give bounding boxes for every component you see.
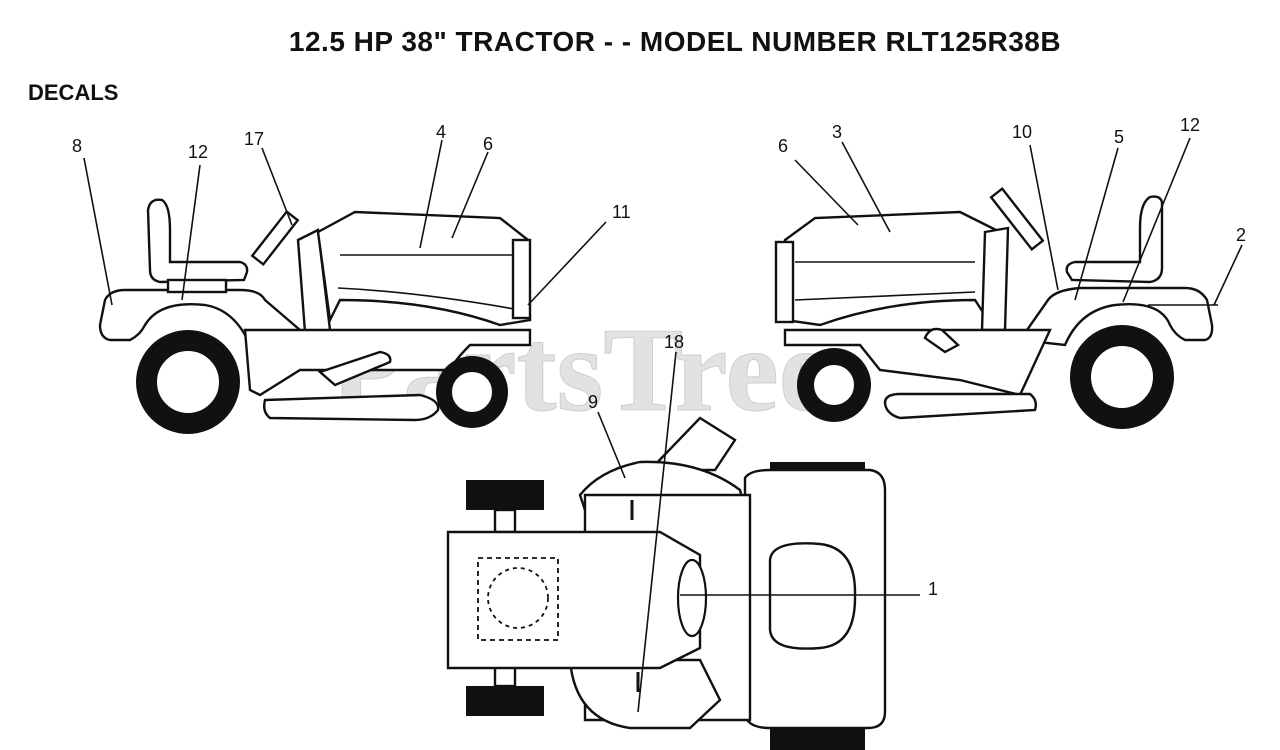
callout-4: 4 [436, 122, 446, 142]
right-view-hood [783, 210, 1002, 327]
callout-10: 10 [1012, 122, 1032, 142]
right-view-mower-deck [883, 392, 1038, 420]
tractor-left-side-view [83, 139, 607, 434]
right-view-steering-column [980, 226, 1010, 332]
callout-18: 18 [664, 332, 684, 352]
callout-9: 9 [588, 392, 598, 412]
right-view-seat [1065, 195, 1164, 284]
tractor-top-view [446, 351, 920, 750]
right-view-steering-wheel [989, 187, 1045, 251]
top-view-steering-wheel [676, 558, 708, 638]
tractor-right-side-view [774, 137, 1243, 429]
right-view-frame [783, 328, 1052, 397]
left-view-front-wheel [436, 356, 508, 428]
callout-11: 11 [612, 202, 631, 222]
left-view-steering-wheel [250, 209, 300, 267]
right-view-pedal [923, 327, 961, 354]
left-view-mower-deck [262, 393, 440, 422]
callout-3: 3 [832, 122, 842, 142]
top-view-hood [446, 530, 702, 670]
callout-6-left: 6 [483, 134, 493, 154]
left-view-seat-base [166, 278, 228, 294]
right-view-rear-fender [1017, 286, 1214, 347]
top-view-deck-bottom [568, 658, 722, 730]
section-label: DECALS [28, 80, 119, 105]
top-view-front-left-tire [466, 480, 544, 510]
left-view-rear-wheel [136, 330, 240, 434]
callout-5: 5 [1114, 127, 1124, 147]
callout-1: 1 [928, 579, 938, 599]
left-view-grille [511, 238, 532, 320]
top-view-front-right-tire [466, 686, 544, 716]
top-view-seat [768, 542, 857, 650]
left-view-pedal [317, 350, 392, 387]
top-view-engine-outline [477, 557, 559, 641]
left-view-seat [146, 198, 249, 284]
callout-6-right: 6 [778, 136, 788, 156]
right-view-grille [774, 240, 795, 324]
callout-12-right: 12 [1180, 115, 1200, 135]
callout-17: 17 [244, 129, 264, 149]
callout-8: 8 [72, 136, 82, 156]
page-title: 12.5 HP 38" TRACTOR - - MODEL NUMBER RLT… [288, 26, 1062, 57]
callout-2: 2 [1236, 225, 1246, 245]
callout-12-left: 12 [188, 142, 208, 162]
right-view-front-wheel [797, 348, 871, 422]
right-view-rear-wheel [1070, 325, 1174, 429]
